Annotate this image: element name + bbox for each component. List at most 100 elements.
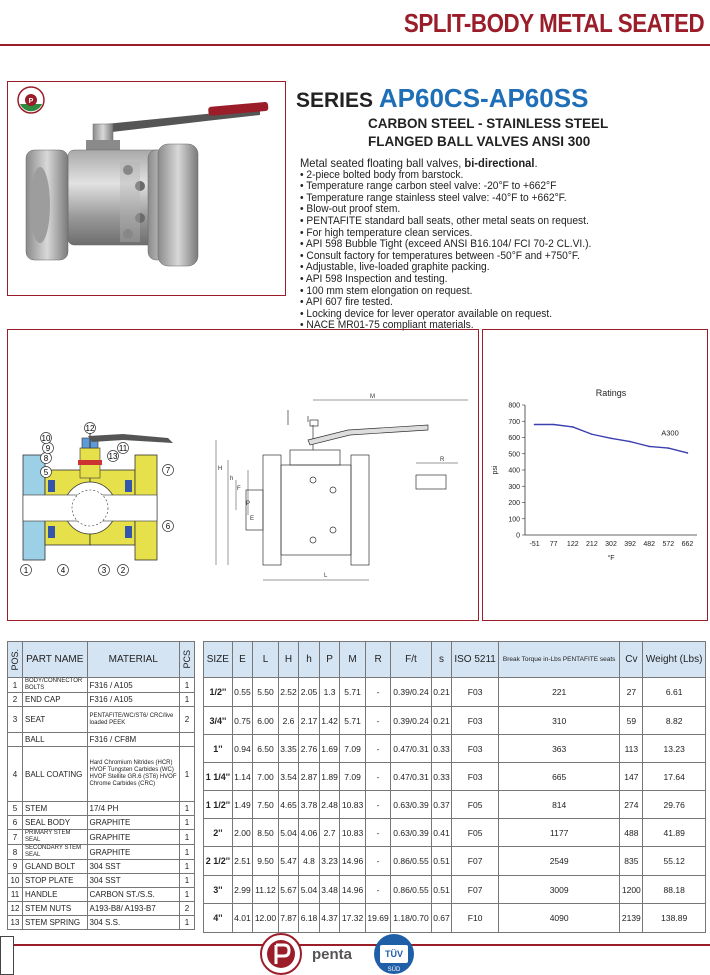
data-point [571,426,574,428]
size-header-cell: E [231,641,254,678]
size-cell: 3.54 [277,762,300,791]
size-cell: 1 1/2'' [203,790,233,819]
size-cell: F07 [451,846,499,876]
size-cell: 2549 [497,846,621,876]
parts-cell-pos: 1 [7,677,23,693]
size-cell: 0.41 [430,818,453,847]
page-title: SPLIT-BODY METAL SEATED [403,8,705,38]
data-point [533,423,536,426]
callout-circle [162,520,174,532]
dimension-label: h [230,476,233,482]
parts-cell-pos: 3 [7,706,23,733]
size-cell: 2.7 [318,818,341,847]
parts-cell-pos: 7 [7,829,23,845]
feature-item: API 607 fire tested. [300,297,709,309]
parts-header-pos: POS. [7,641,23,678]
side-tab [0,936,14,975]
parts-cell-material: GRAPHITE [86,815,180,830]
size-cell: - [364,846,392,876]
size-cell: 814 [497,790,621,819]
size-cell: 1.14 [231,762,254,791]
callout-circle [117,442,129,454]
parts-cell-pos: 10 [7,873,23,888]
size-cell: 5.71 [339,706,366,735]
parts-cell-part: END CAP [22,692,88,707]
size-cell: F03 [451,734,499,763]
parts-cell-pos [7,732,23,747]
x-tick-label: 302 [605,541,617,548]
callout-circle [162,464,174,476]
data-point [591,433,593,436]
callout-number: 6 [166,522,171,531]
size-cell: 7.50 [252,790,279,819]
dimension-label: M [370,394,375,400]
size-cell: 3'' [203,875,233,904]
size-cell: 0.33 [430,762,453,791]
callout-number: 7 [166,466,171,475]
parts-cell-pcs [179,732,195,747]
chart-title: Ratings [596,388,627,398]
x-tick-label: 572 [662,541,674,548]
parts-cell-material: 304 SST [86,859,180,874]
size-cell: F03 [451,706,499,735]
parts-cell-pcs: 2 [179,706,195,733]
parts-cell-part: BALL [22,732,88,747]
size-header-cell: Cv [619,641,644,678]
parts-cell-pcs: 1 [179,887,195,902]
product-photo: P [17,86,269,267]
size-cell: 3.35 [277,734,300,763]
size-cell: - [364,677,392,707]
size-cell: 0.75 [231,706,254,735]
parts-cell-material: CARBON ST./S.S. [86,887,180,902]
feature-item: NACE MR01-75 compliant materials. [300,320,709,332]
callout-circle [84,422,96,434]
parts-cell-pos: 12 [7,901,23,916]
size-cell: - [364,734,392,763]
parts-cell-pcs: 1 [179,692,195,707]
size-cell: 363 [497,734,621,763]
parts-cell-pos: 6 [7,815,23,830]
y-tick-label: 0 [516,533,520,540]
size-header-cell: R [364,641,392,678]
size-cell: 835 [619,846,644,876]
size-cell: 7.09 [339,734,366,763]
size-cell: 665 [497,762,621,791]
x-tick-label: -51 [529,541,539,548]
size-cell: 88.18 [642,875,706,904]
model-name: AP60CS-AP60SS [378,83,589,113]
parts-cell-pcs: 1 [179,915,195,930]
feature-item: API 598 Bubble Tight (exceed ANSI B16.10… [300,239,709,251]
size-cell: 17.64 [642,762,706,791]
size-cell: 4.06 [298,818,320,847]
size-cell: 0.86/0.55 [390,846,432,876]
size-cell: F03 [451,677,499,707]
series-heading: SERIES AP60CS-AP60SS [296,83,706,114]
parts-cell-pos: 2 [7,692,23,707]
feature-item: Temperature range stainless steel valve:… [300,192,709,205]
size-cell: 7.87 [277,903,300,933]
size-cell: 1.69 [318,734,341,763]
feature-item: Adjustable, live-loaded graphite packing… [300,262,709,274]
size-cell: 7.00 [252,762,279,791]
size-cell: 19.69 [364,903,392,933]
size-cell: 3.48 [318,875,341,904]
size-cell: 0.33 [430,734,453,763]
size-cell: 5.50 [252,677,279,707]
size-cell: 5.67 [277,875,300,904]
size-cell: 2.87 [298,762,320,791]
callout-circle [40,466,52,478]
y-tick-label: 800 [508,403,520,410]
size-cell: 0.86/0.55 [390,875,432,904]
parts-cell-material: A193-B8/ A193-B7 [86,901,180,916]
header-rule [0,44,710,46]
